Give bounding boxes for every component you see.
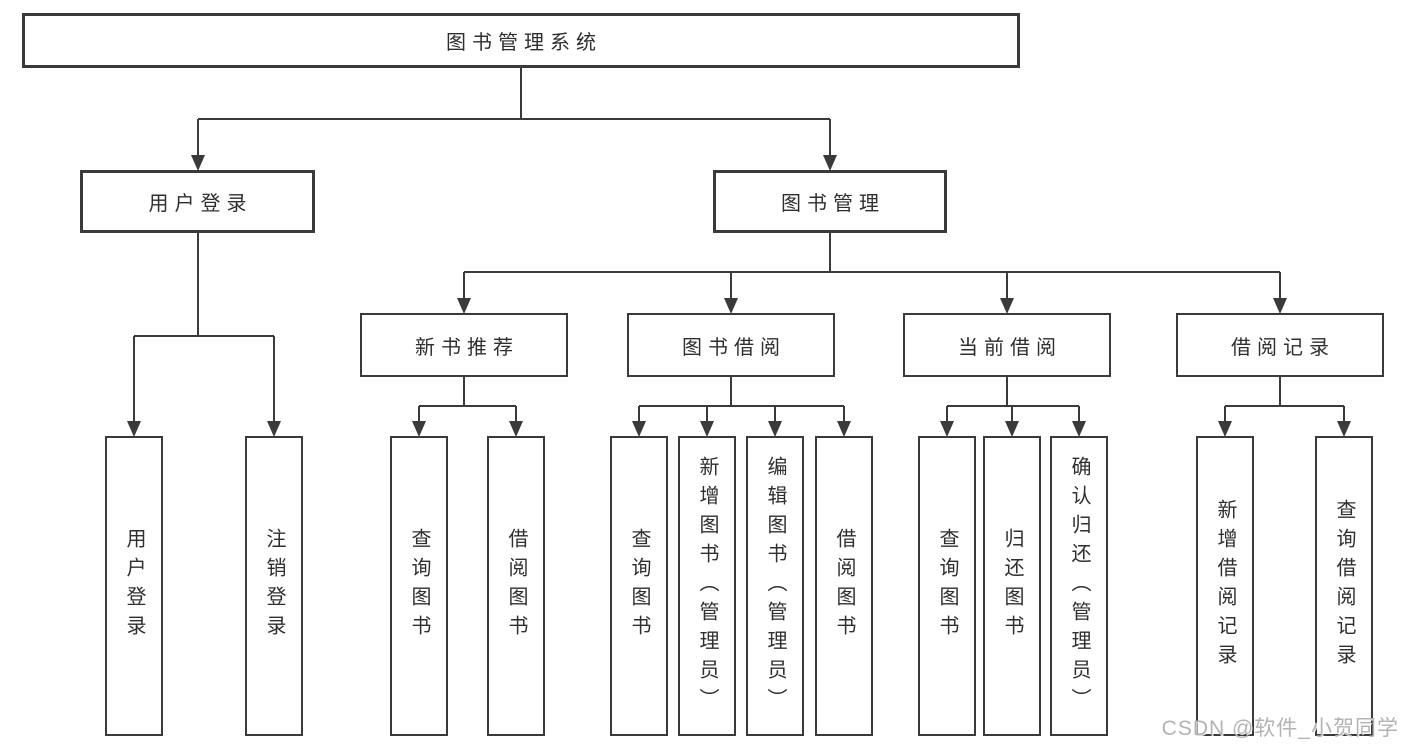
node-label: 新增借阅记录: [1214, 499, 1236, 673]
node-label: 用户登录: [123, 528, 145, 644]
watermark: CSDN @软件_小贺同学: [1161, 717, 1399, 740]
leaf-logout: 注销登录: [245, 436, 303, 736]
connector-borrow-records-split: [1218, 377, 1351, 437]
connector-book-borrow-split: [632, 377, 851, 437]
leaf-borrow-books-recommend: 借阅图书: [487, 436, 545, 736]
connector-book-management-split: [457, 233, 1287, 314]
node-user-login: 用户登录: [80, 170, 315, 233]
leaf-query-books-borrow: 查询图书: [610, 436, 668, 736]
leaf-add-books-admin: 新增图书（管理员）: [678, 436, 736, 736]
node-label: 借阅图书: [833, 528, 855, 644]
node-label: 用户登录: [148, 193, 253, 215]
leaf-query-books-current: 查询图书: [918, 436, 976, 736]
node-label: 查询图书: [936, 528, 958, 644]
node-label: 图书管理系统: [446, 32, 602, 54]
node-label: 查询图书: [408, 528, 430, 644]
node-label: 图书管理: [781, 193, 885, 215]
node-book-management: 图书管理: [713, 170, 947, 233]
node-label: 新增图书（管理员）: [696, 455, 718, 717]
connector-user-login-split: [127, 233, 281, 437]
node-new-book-recommend: 新书推荐: [360, 313, 568, 377]
node-label: 确认归还（管理员）: [1068, 455, 1090, 717]
node-label: 查询图书: [628, 528, 650, 644]
leaf-return-books: 归还图书: [983, 436, 1041, 736]
node-label: 注销登录: [263, 528, 285, 644]
connector-root-split: [191, 68, 837, 171]
node-borrow-records: 借阅记录: [1176, 313, 1384, 377]
node-label: 图书借阅: [682, 336, 786, 359]
node-label: 借阅图书: [505, 528, 527, 644]
node-book-borrow: 图书借阅: [627, 313, 835, 377]
node-label: 归还图书: [1001, 528, 1023, 644]
connector-current-borrow-split: [940, 377, 1086, 437]
node-label: 借阅记录: [1231, 336, 1335, 359]
leaf-query-books-recommend: 查询图书: [390, 436, 448, 736]
leaf-confirm-return-admin: 确认归还（管理员）: [1050, 436, 1108, 736]
leaf-query-borrow-record: 查询借阅记录: [1315, 436, 1373, 736]
connector-new-book-split: [412, 377, 523, 437]
node-label: 当前借阅: [958, 336, 1062, 359]
node-label: 新书推荐: [415, 336, 519, 359]
leaf-borrow-books: 借阅图书: [815, 436, 873, 736]
node-root: 图书管理系统: [22, 13, 1020, 68]
node-current-borrow: 当前借阅: [903, 313, 1111, 377]
node-label: 编辑图书（管理员）: [764, 455, 786, 717]
leaf-edit-books-admin: 编辑图书（管理员）: [746, 436, 804, 736]
leaf-user-login: 用户登录: [105, 436, 163, 736]
node-label: 查询借阅记录: [1333, 499, 1355, 673]
leaf-add-borrow-record: 新增借阅记录: [1196, 436, 1254, 736]
